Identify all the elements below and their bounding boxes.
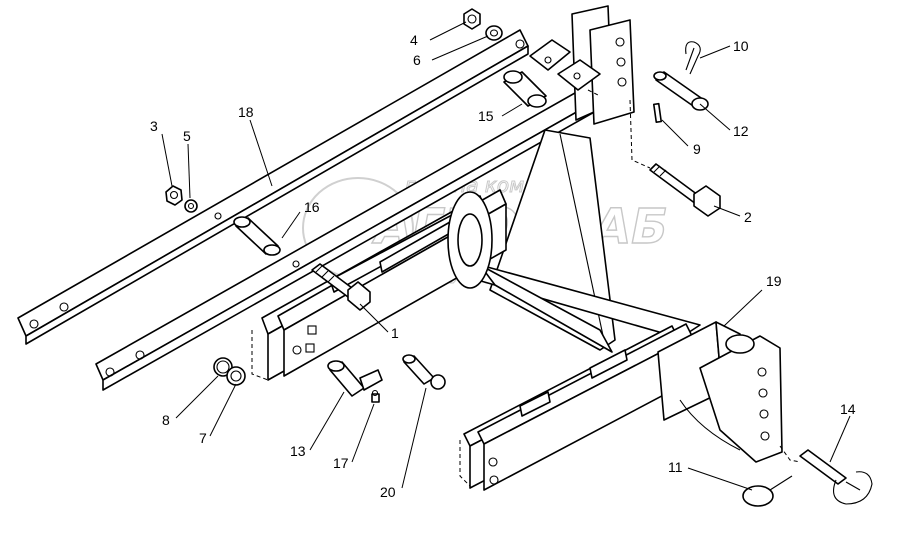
callout-17: 17 [333,455,349,471]
nut-3 [165,185,183,206]
washer-5 [184,199,198,213]
bolt-1 [311,263,371,311]
spacer-15 [503,70,547,108]
ring-20 [430,374,446,390]
callout-14: 14 [840,401,856,417]
callout-11: 11 [668,459,683,475]
callout-2: 2 [744,209,752,225]
alignment-line-upper [629,99,651,169]
pin-13 [327,360,383,397]
callout-6: 6 [413,52,421,68]
hole-marker [292,260,300,268]
alignment-line-mid [587,89,601,97]
callout-1: 1 [391,325,399,341]
leader-lines [161,21,851,491]
hitch-19 [657,321,801,463]
callout-13: 13 [290,443,306,459]
callout-4: 4 [410,32,418,48]
callout-9: 9 [693,141,701,157]
callout-15: 15 [478,108,494,124]
callout-5: 5 [183,128,191,144]
callout-20: 20 [380,484,396,500]
roll-pin-9 [652,102,663,123]
nut-4 [463,8,481,30]
hitch-pin-14 [799,449,873,505]
callout-12: 12 [733,123,749,139]
spring-clip-10 [685,41,701,75]
callout-8: 8 [162,412,170,428]
clamp-plates-right [459,323,693,491]
linch-ring-11 [742,475,793,507]
clamp-plates-left [251,189,507,381]
grease-nipple-17 [371,389,380,403]
callout-18: 18 [238,104,254,120]
pin-20 [402,354,435,385]
callout-10: 10 [733,38,749,54]
callout-labels: 4 6 10 12 9 2 15 18 3 5 16 1 8 7 13 17 2… [150,32,856,500]
callout-7: 7 [199,430,207,446]
bar-18 [17,29,529,345]
mount-plate [529,5,635,125]
hole-marker [214,212,222,220]
callout-16: 16 [304,199,320,215]
callout-19: 19 [766,273,782,289]
callout-3: 3 [150,118,158,134]
washer-6 [485,25,503,41]
washer-7 [226,366,246,386]
spacer-16 [233,216,281,256]
